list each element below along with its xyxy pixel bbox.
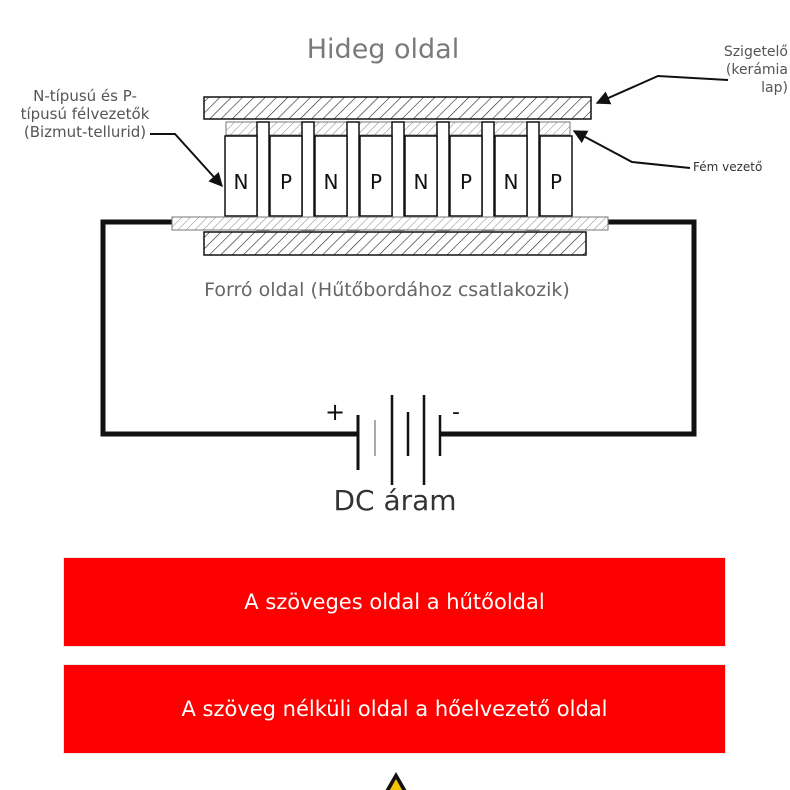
hot-side-label: Forró oldal (Hűtőbordához csatlakozik) [204, 279, 570, 301]
connector-post [301, 121, 315, 231]
legend-cooling-side: A szöveges oldal a hűtőoldal [63, 557, 726, 647]
connector-post [526, 121, 540, 231]
connector-post [391, 121, 405, 231]
semiconductor-callout-line [150, 133, 223, 188]
metal-conductor-label: Fém vezető [693, 160, 763, 174]
semiconductor-leg-5 [404, 135, 438, 217]
semiconductor-leg-label: P [280, 170, 292, 194]
semiconductor-leg-4 [359, 135, 393, 217]
insulator-callout-line [595, 74, 729, 105]
semiconductor-leg-label: P [460, 170, 472, 194]
metal-callout-line [572, 130, 691, 169]
semiconductor-leg-label: P [550, 170, 562, 194]
semiconductor-label: N-típusú és P-típusú félvezetők (Bizmut-… [20, 87, 150, 141]
semiconductor-leg-8 [539, 135, 573, 217]
bottom-metal-strip [171, 216, 609, 231]
connector-post [346, 121, 360, 231]
semiconductor-leg-label: N [324, 170, 339, 194]
semiconductor-leg-3 [314, 135, 348, 217]
semiconductor-leg-1 [224, 135, 258, 217]
battery-symbol [356, 395, 442, 485]
minus-sign: - [452, 400, 460, 425]
semiconductor-leg-6 [449, 135, 483, 217]
connector-post [436, 121, 450, 231]
semiconductor-leg-label: N [414, 170, 429, 194]
legend-heat-side: A szöveg nélküli oldal a hőelvezető olda… [63, 664, 726, 754]
diagram-title: Hideg oldal [306, 34, 460, 65]
semiconductor-leg-7 [494, 135, 528, 217]
dc-source-label: DC áram [333, 484, 457, 517]
circuit-wire-left [100, 219, 358, 437]
top-ceramic-plate [203, 96, 592, 120]
semiconductor-leg-2 [269, 135, 303, 217]
warning-icon [385, 772, 407, 790]
connector-post [481, 121, 495, 231]
circuit-wire-right [441, 219, 697, 437]
insulator-label: Szigetelő (kerámia lap) [723, 44, 788, 96]
plus-sign: + [325, 398, 346, 426]
semiconductor-leg-label: P [370, 170, 382, 194]
semiconductor-leg-label: N [234, 170, 249, 194]
semiconductor-leg-label: N [504, 170, 519, 194]
connector-post [256, 121, 270, 231]
bottom-ceramic-plate [203, 231, 587, 256]
